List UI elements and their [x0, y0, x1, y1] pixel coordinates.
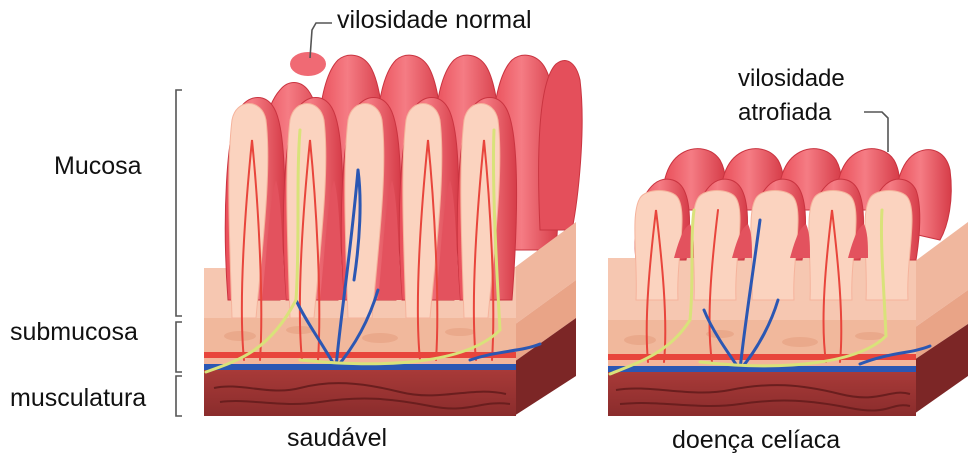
atrophied-cross-sections [635, 191, 912, 301]
healthy-block [204, 52, 582, 416]
atrophied-villus-label-line2: atrofiada [738, 96, 845, 130]
normal-villus-label: vilosidade normal [337, 6, 532, 35]
celiac-block [608, 149, 968, 416]
healthy-caption: saudável [287, 424, 387, 453]
atrophied-villus-label-line1: vilosidade [738, 62, 845, 96]
celiac-caption: doença celíaca [672, 426, 840, 455]
atrophied-villus-label: vilosidade atrofiada [738, 62, 845, 130]
musculatura-label: musculatura [10, 384, 146, 413]
mucosa-label: Mucosa [54, 152, 142, 181]
submucosa-label: submucosa [10, 318, 138, 347]
